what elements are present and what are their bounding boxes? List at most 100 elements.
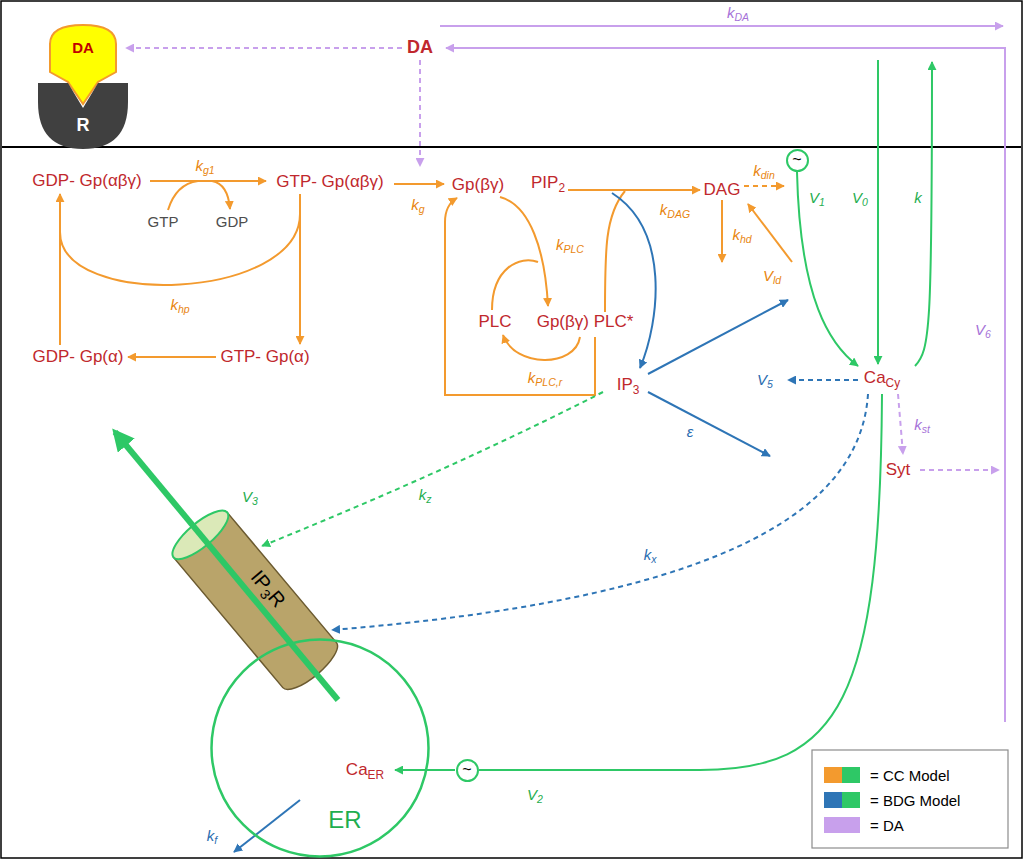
species-label: IP3 xyxy=(617,375,640,395)
legend-item: = DA xyxy=(824,816,904,834)
rate-constant: Vld xyxy=(763,267,781,284)
legend-text: = CC Model xyxy=(870,767,950,784)
subscript: DA xyxy=(734,12,749,24)
reaction-arrow xyxy=(150,180,266,182)
flux-label: V2 xyxy=(527,786,543,803)
reaction-arrow xyxy=(500,197,548,306)
activation-arrow xyxy=(920,469,999,471)
ligand-name: DA xyxy=(72,39,94,56)
subscript: 5 xyxy=(767,379,773,391)
binding-arrow xyxy=(126,47,402,49)
subscript: hp xyxy=(178,304,190,316)
species-label: CaER xyxy=(346,760,384,780)
legend-text: = BDG Model xyxy=(870,792,960,809)
subscript: st xyxy=(922,424,930,436)
rate-constant: khd xyxy=(732,226,751,243)
dashed-arrow xyxy=(744,185,784,187)
legend-swatch xyxy=(824,817,860,833)
dashed-arrow xyxy=(332,394,868,630)
legend-swatch-half xyxy=(842,792,860,808)
subscript: 2 xyxy=(537,794,543,806)
legend-item: = CC Model xyxy=(824,766,950,784)
activation-arrow xyxy=(419,60,421,166)
pump-circle xyxy=(787,150,808,171)
species-label: GTP- Gp(α) xyxy=(220,347,309,367)
legend-item: = BDG Model xyxy=(824,791,960,809)
rate-constant: kg xyxy=(411,196,424,213)
subscript: PLC xyxy=(564,244,584,256)
subscript: f xyxy=(214,835,217,847)
flux-arrow xyxy=(877,60,879,364)
species-label: DAG xyxy=(704,180,741,200)
flux-label: V6 xyxy=(975,321,991,338)
reaction-arrow xyxy=(568,189,700,191)
reaction-arrow xyxy=(721,200,723,262)
ip3-receptor-channel xyxy=(165,502,345,698)
species-label: PLC xyxy=(478,312,511,332)
rate-constant: kDAG xyxy=(660,201,690,218)
reaction-arrow xyxy=(748,204,792,262)
rate-constant: kf xyxy=(207,827,217,844)
subscript: DAG xyxy=(667,209,690,221)
legend-text: = DA xyxy=(870,817,904,834)
subscript: hd xyxy=(740,234,752,246)
recycle-arrow xyxy=(445,198,595,395)
subscript: ld xyxy=(773,275,781,287)
rate-constant: kDA xyxy=(727,4,749,21)
compartment-name: ER xyxy=(328,806,361,834)
species-label: Gp(βγ) PLC* xyxy=(537,312,634,332)
reaction-arrow xyxy=(612,193,656,368)
flux-label: V1 xyxy=(809,189,825,206)
release-arrow xyxy=(446,48,1005,722)
reaction-arrow xyxy=(648,300,788,374)
legend-swatch-half xyxy=(842,767,860,783)
legend-box xyxy=(812,750,1008,848)
species-label: DA xyxy=(407,37,433,58)
rate-constant: kPLC,r xyxy=(528,369,562,386)
subscript: PLC,r xyxy=(535,377,562,389)
subscript: g1 xyxy=(203,165,215,177)
pump-circle xyxy=(457,760,478,781)
reaction-branch xyxy=(492,260,538,310)
pump-circle: ~ xyxy=(786,149,809,172)
subscript: 3 xyxy=(256,586,273,602)
flux-arrow xyxy=(797,172,858,366)
reaction-arrow xyxy=(128,356,216,358)
subscript: ER xyxy=(368,768,385,782)
flux-label: V3 xyxy=(242,488,258,505)
rate-constant: kg1 xyxy=(195,157,214,174)
subscript: z xyxy=(426,494,431,506)
subscript: g xyxy=(419,204,425,216)
er-compartment xyxy=(210,638,430,858)
reaction-arrow xyxy=(394,183,444,185)
subscript: 6 xyxy=(985,329,991,341)
legend-swatch xyxy=(824,767,860,783)
receptor-shape xyxy=(38,83,128,149)
species-label: PIP2 xyxy=(531,173,565,193)
subscript: Cy xyxy=(886,376,901,390)
species-label: GDP- Gp(α) xyxy=(32,347,123,367)
subscript: 2 xyxy=(558,181,565,195)
reaction-arrow xyxy=(648,392,770,456)
dashed-arrow xyxy=(262,392,603,546)
reaction-branch xyxy=(168,181,198,210)
release-flux-arrow xyxy=(115,432,338,700)
activation-arrow xyxy=(898,394,903,454)
catalysis-line xyxy=(605,191,625,312)
reaction-loop xyxy=(60,214,300,285)
receptor-shape: R xyxy=(36,80,130,152)
nucleotide-label: GTP xyxy=(148,213,179,230)
rate-constant: kPLC xyxy=(556,236,584,253)
subscript: x xyxy=(651,554,656,566)
flux-label: V5 xyxy=(757,371,773,388)
rate-constant: kdin xyxy=(753,162,775,179)
flux-line xyxy=(479,394,882,770)
ip3-receptor-channel: IP3R xyxy=(165,502,345,698)
flux-arrow xyxy=(915,62,932,366)
species-label: CaCy xyxy=(864,368,900,388)
rate-constant: kx xyxy=(644,546,657,563)
species-label: Syt xyxy=(886,460,911,480)
flux-label: V0 xyxy=(852,189,868,206)
subscript: din xyxy=(761,170,775,182)
